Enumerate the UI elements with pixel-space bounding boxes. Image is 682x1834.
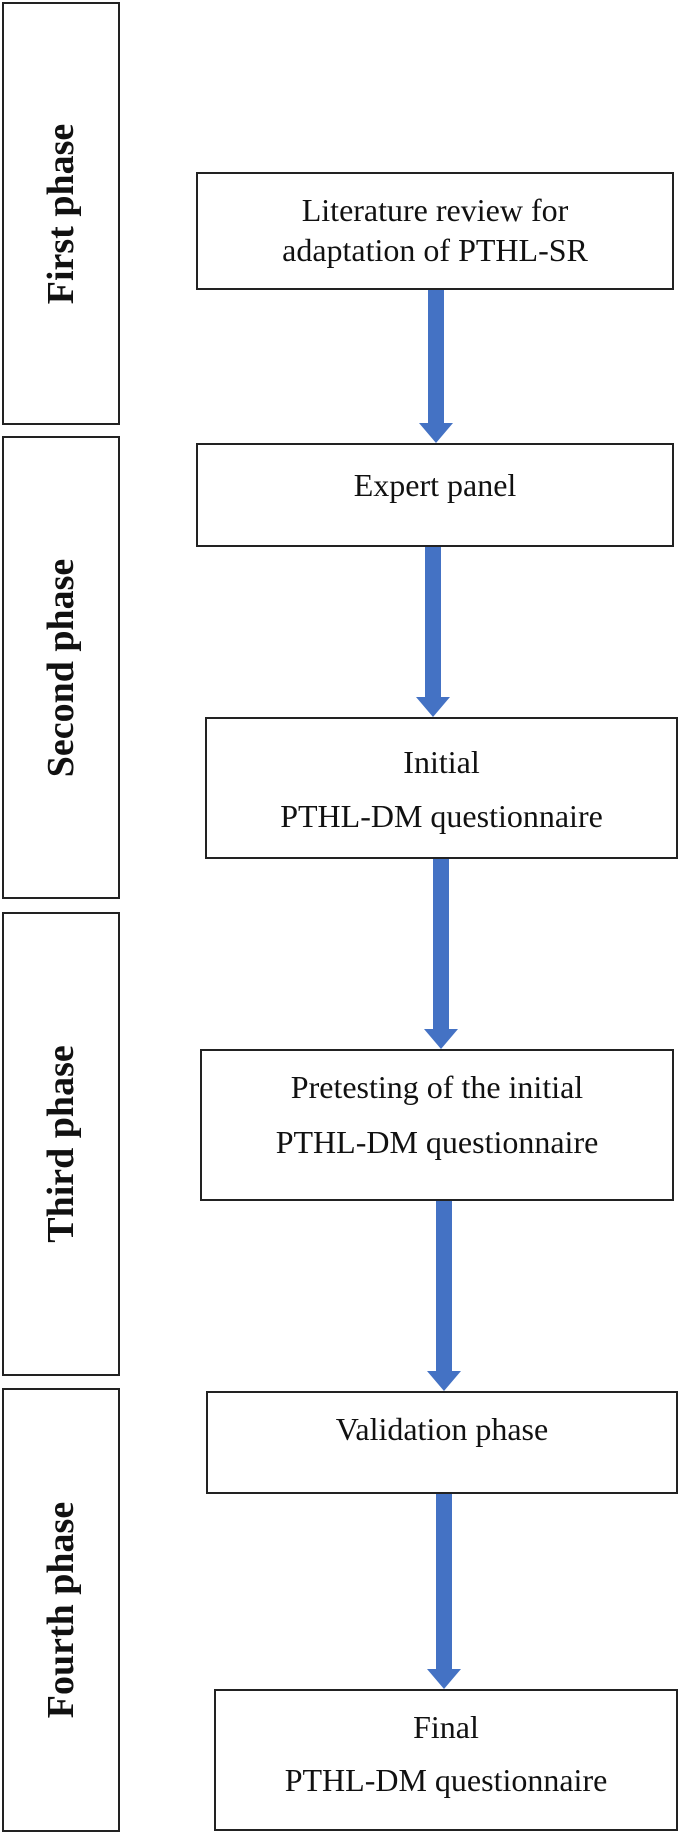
phase-label-second: Second phase bbox=[40, 558, 82, 777]
arrow-literature-to-expert bbox=[416, 290, 456, 443]
phase-label-first: First phase bbox=[40, 123, 82, 304]
step-initial-questionnaire-line-1: Initial bbox=[403, 744, 480, 780]
step-initial-questionnaire-line-2: PTHL-DM questionnaire bbox=[280, 798, 603, 834]
arrow-expert-to-initial bbox=[413, 547, 453, 717]
phase-label-third: Third phase bbox=[40, 1045, 82, 1243]
step-final-questionnaire-line-1: Final bbox=[413, 1709, 479, 1745]
step-literature-review: Literature review for adaptation of PTHL… bbox=[196, 172, 674, 290]
step-validation-phase-line-1: Validation phase bbox=[335, 1411, 549, 1447]
step-final-questionnaire-line-2: PTHL-DM questionnaire bbox=[284, 1762, 608, 1798]
step-expert-panel: Expert panel bbox=[196, 443, 674, 547]
phase-box-first: First phase bbox=[2, 2, 120, 425]
step-pretesting-line-2: PTHL-DM questionnaire bbox=[275, 1124, 599, 1160]
step-literature-review-line-2: adaptation of PTHL-SR bbox=[282, 232, 588, 268]
step-initial-questionnaire: Initial PTHL-DM questionnaire bbox=[205, 717, 678, 859]
phase-box-fourth: Fourth phase bbox=[2, 1388, 120, 1832]
phase-box-third: Third phase bbox=[2, 912, 120, 1376]
step-pretesting: Pretesting of the initial PTHL-DM questi… bbox=[200, 1049, 674, 1201]
step-final-questionnaire: Final PTHL-DM questionnaire bbox=[214, 1689, 678, 1831]
step-expert-panel-line-1: Expert panel bbox=[353, 467, 517, 503]
step-validation-phase: Validation phase bbox=[206, 1391, 678, 1494]
arrow-pretesting-to-validation bbox=[424, 1201, 464, 1391]
arrow-initial-to-pretesting bbox=[421, 859, 461, 1049]
phase-box-second: Second phase bbox=[2, 436, 120, 899]
arrow-validation-to-final bbox=[424, 1494, 464, 1689]
step-pretesting-line-1: Pretesting of the initial bbox=[290, 1069, 584, 1105]
phase-label-fourth: Fourth phase bbox=[40, 1501, 82, 1719]
step-literature-review-line-1: Literature review for bbox=[301, 192, 569, 228]
